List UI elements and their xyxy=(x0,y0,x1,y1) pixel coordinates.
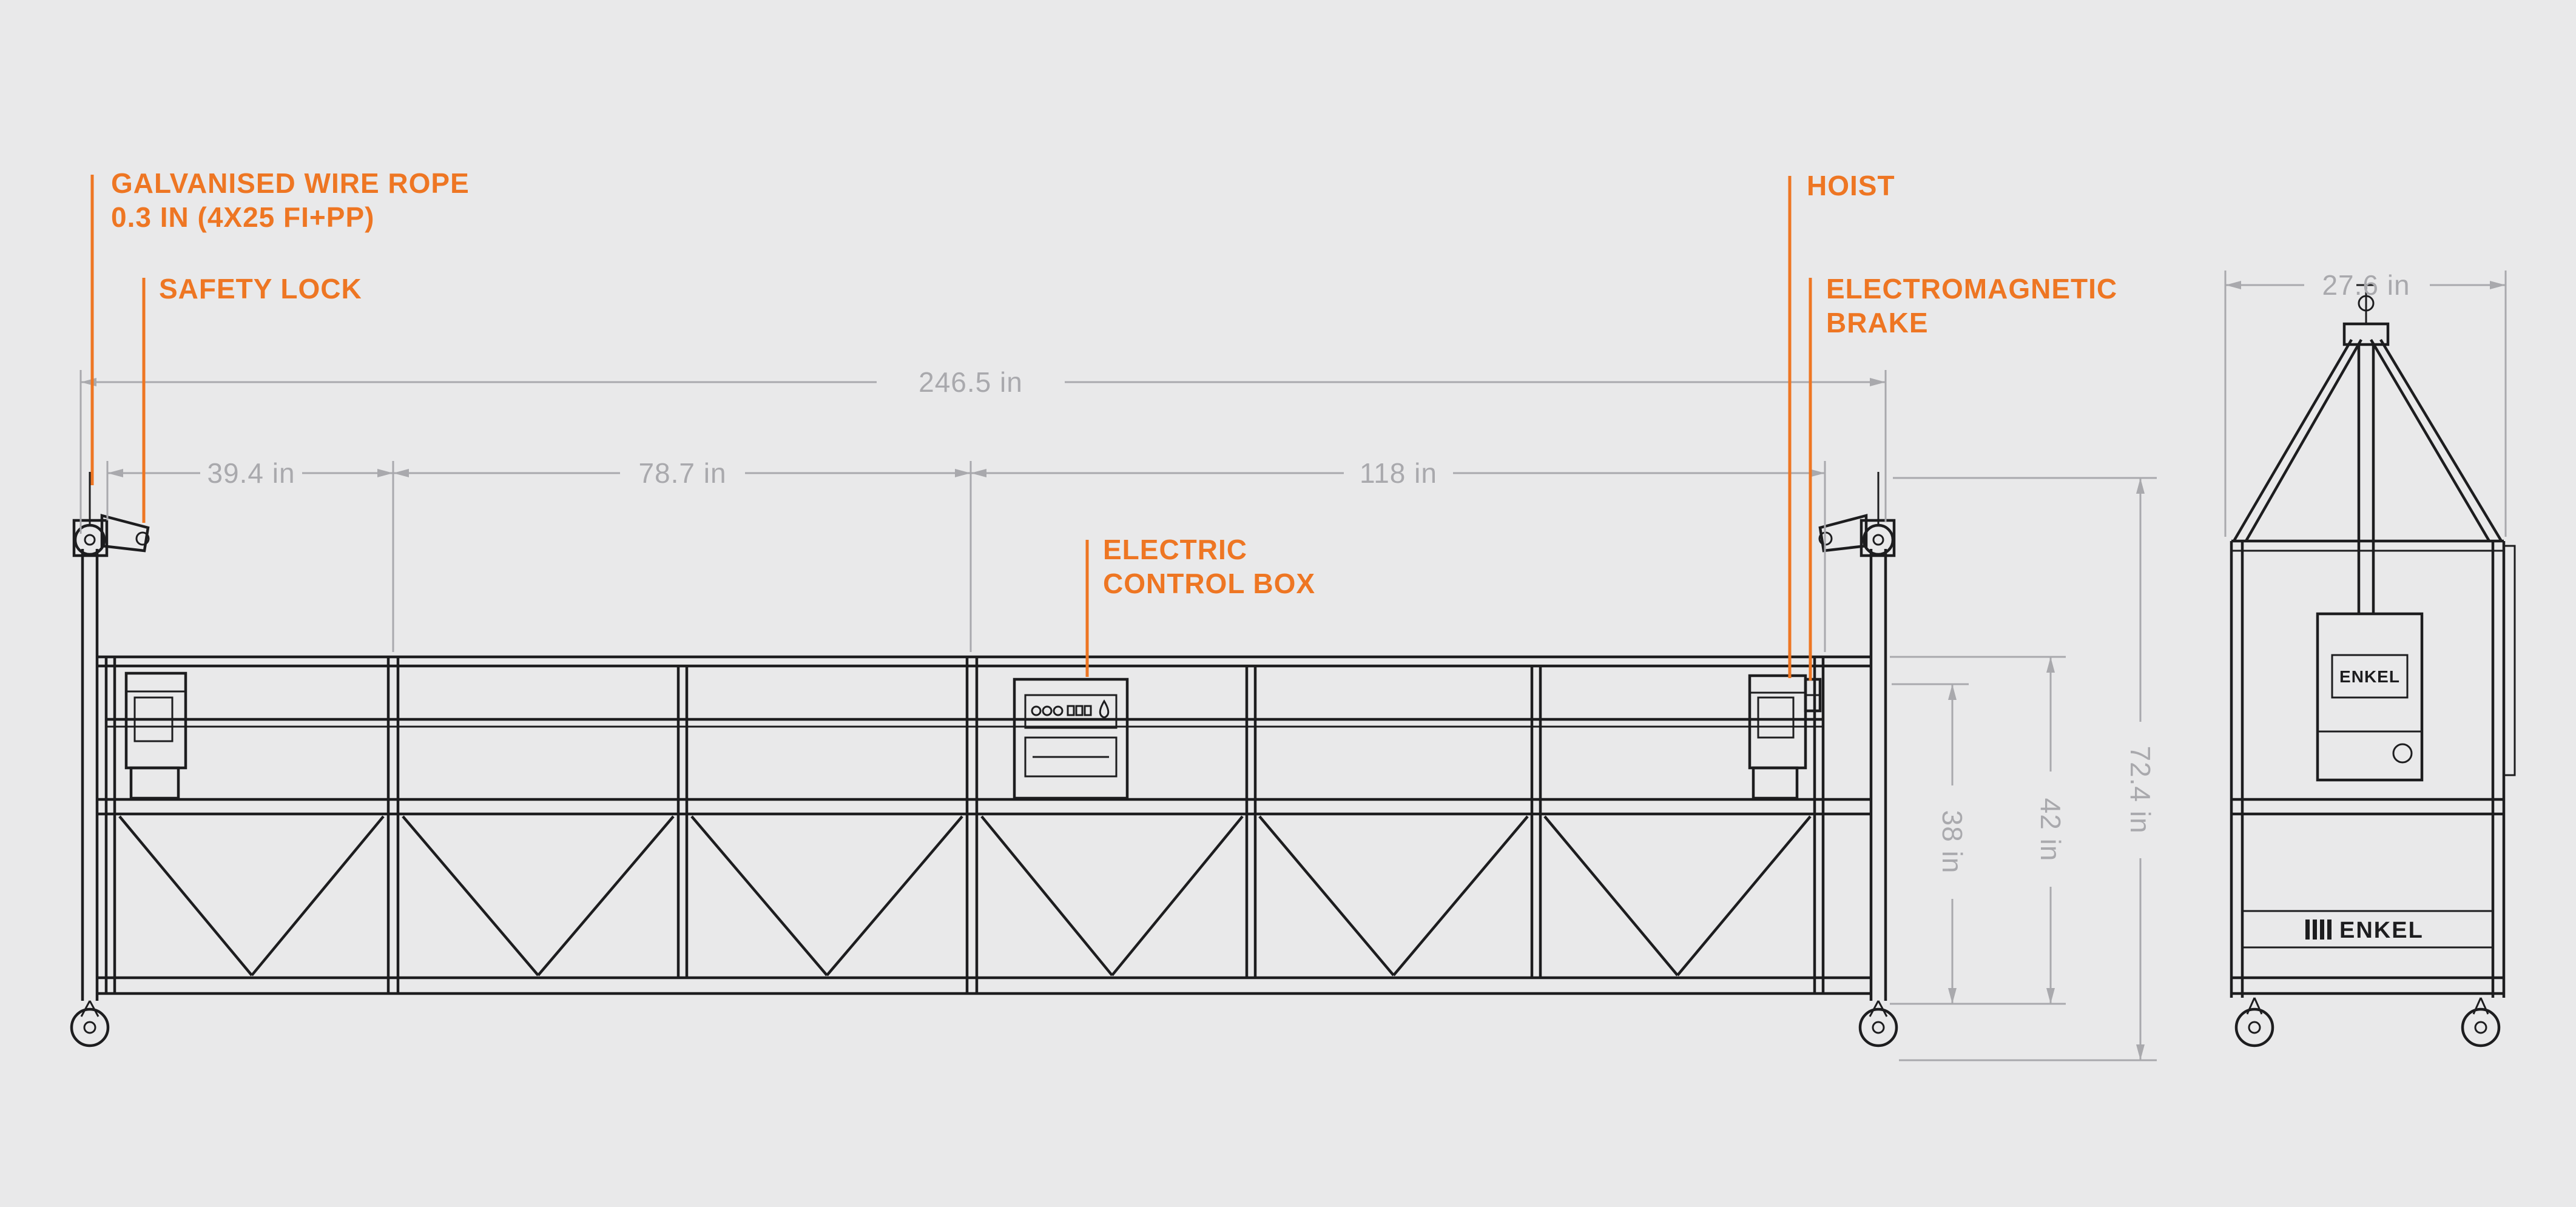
callout-hoist: HOIST xyxy=(1788,170,1895,678)
label-hoist: HOIST xyxy=(1807,170,1895,201)
dimension-right-section: 118 in xyxy=(971,457,1825,489)
dim-left-section: 39.4 in xyxy=(207,457,295,489)
control-switch-icon xyxy=(1075,705,1084,716)
safety-lock-device-right xyxy=(1818,514,1868,553)
caster-wheel xyxy=(70,1007,110,1047)
control-indicator-icon xyxy=(1053,705,1064,716)
left-hoist-unit xyxy=(124,671,187,800)
side-elevation-drawing xyxy=(70,472,1898,1047)
hoist-end-view: ENKEL xyxy=(2316,612,2424,782)
callout-safety-lock: SAFETY LOCK xyxy=(142,273,362,523)
callout-em-brake: ELECTROMAGNETIC BRAKE xyxy=(1809,273,2117,681)
caster-wheel xyxy=(2234,1007,2274,1047)
rope-pulley-left xyxy=(73,523,106,556)
hoist-brand-plate: ENKEL xyxy=(2339,667,2400,686)
dimension-mid-section: 78.7 in xyxy=(393,457,971,489)
platform-truss xyxy=(97,655,1871,995)
callout-control-box: ELECTRIC CONTROL BOX xyxy=(1085,534,1315,677)
control-switch-icon xyxy=(1067,705,1075,716)
dimension-end-width: 27.6 in xyxy=(2225,269,2506,301)
dim-overall-length: 246.5 in xyxy=(919,366,1023,398)
enkel-logo-bars xyxy=(2320,920,2324,940)
dim-hoist-height: 38 in xyxy=(1937,810,1968,874)
control-indicator-icon xyxy=(1031,705,1042,716)
safety-lock-device xyxy=(100,514,150,553)
control-indicator-icon xyxy=(1042,705,1053,716)
callout-wire-rope: GALVANISED WIRE ROPE 0.3 IN (4X25 FI+PP) xyxy=(90,167,470,485)
label-em-brake-line2: BRAKE xyxy=(1826,307,1929,338)
end-elevation-drawing: ENKEL ENKEL xyxy=(2230,284,2516,1047)
side-panel xyxy=(2503,545,2516,776)
dimension-overall-length: 246.5 in xyxy=(81,366,1886,398)
dim-overall-height: 72.4 in xyxy=(2125,745,2156,833)
dim-mid-section: 78.7 in xyxy=(638,457,726,489)
left-stirrup xyxy=(70,472,150,1047)
enkel-logo: ENKEL xyxy=(2305,918,2424,943)
drop-icon xyxy=(1099,699,1110,719)
dimension-annotations: 246.5 in 39.4 in 78.7 in 118 in 27.6 in xyxy=(79,269,2507,1061)
enkel-logo-text: ENKEL xyxy=(2339,918,2424,943)
control-switch-icon xyxy=(1084,705,1092,716)
dim-rail-height: 42 in xyxy=(2035,798,2066,862)
caster-wheel xyxy=(2461,1007,2501,1047)
caster-wheel xyxy=(1858,1007,1898,1047)
dim-end-width: 27.6 in xyxy=(2322,269,2410,301)
label-control-box-line2: CONTROL BOX xyxy=(1103,568,1315,599)
dimension-overall-height: 72.4 in xyxy=(2125,478,2156,1060)
rope-shackle xyxy=(2358,295,2375,312)
electric-control-box xyxy=(1013,677,1129,800)
enkel-logo-bars xyxy=(2313,920,2317,940)
enkel-logo-bars xyxy=(2305,920,2310,940)
label-safety-lock: SAFETY LOCK xyxy=(159,273,362,304)
label-wire-rope-line1: GALVANISED WIRE ROPE xyxy=(111,167,470,199)
label-wire-rope-line2: 0.3 IN (4X25 FI+PP) xyxy=(111,201,374,233)
dimension-hoist-height: 38 in xyxy=(1937,684,1968,1004)
dim-right-section: 118 in xyxy=(1360,457,1437,489)
callout-labels: GALVANISED WIRE ROPE 0.3 IN (4X25 FI+PP)… xyxy=(90,167,2117,681)
dimension-rail-height: 42 in xyxy=(2035,657,2066,1004)
label-em-brake-line1: ELECTROMAGNETIC xyxy=(1826,273,2117,304)
right-stirrup xyxy=(1818,472,1898,1047)
motor-end-cap xyxy=(2392,743,2413,764)
enkel-logo-bars xyxy=(2327,920,2332,940)
label-control-box-line1: ELECTRIC xyxy=(1103,534,1247,565)
dimension-left-section: 39.4 in xyxy=(107,457,393,489)
right-hoist-unit xyxy=(1748,674,1822,800)
rope-pulley-right xyxy=(1862,523,1895,556)
